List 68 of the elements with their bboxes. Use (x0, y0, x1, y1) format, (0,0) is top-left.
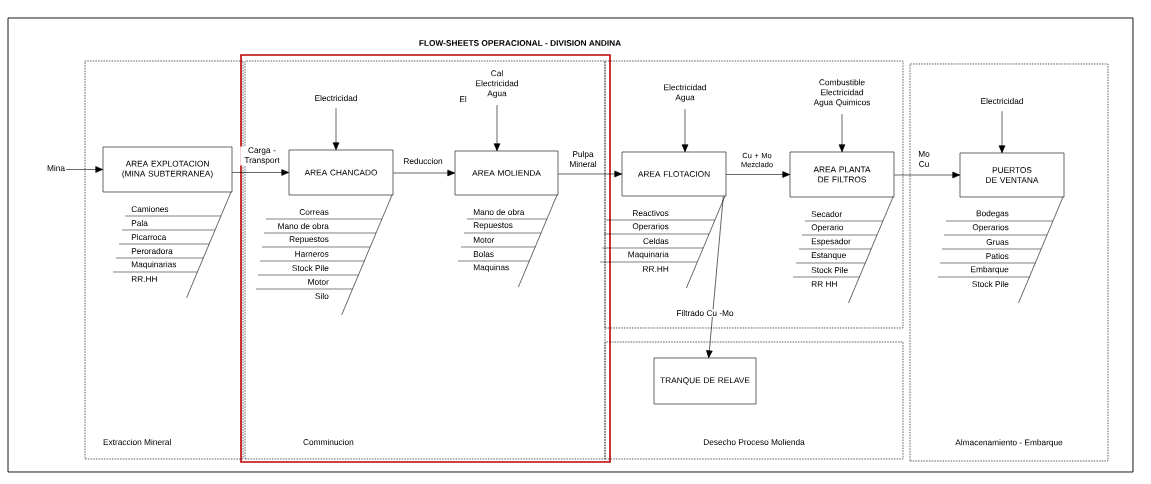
list-item: Stock Pile (972, 280, 1009, 288)
list-item: Secador (811, 210, 842, 218)
arrow (894, 171, 960, 179)
list-item: Embarque (971, 266, 1009, 274)
list-item: Maquinarias (131, 261, 177, 269)
list-item: Correas (299, 209, 329, 215)
arrow (998, 110, 1006, 153)
list-item: Camiones (131, 205, 169, 213)
arrow (726, 171, 790, 178)
list-item: Silo (315, 292, 329, 300)
input-label: Combustible Electricidad Agua Quimicos (813, 79, 871, 107)
title: FLOW-SHEETS OPERACIONAL - DIVISION ANDINA (419, 40, 621, 46)
input-label: Cal Electricidad Agua (476, 70, 518, 98)
list-item: Operarios (972, 224, 1009, 232)
edge-label: Reduccion (402, 157, 444, 165)
list-item: Gruas (986, 239, 1009, 245)
label-text: El (460, 96, 467, 102)
arrow (706, 196, 724, 358)
list-item: Celdas (643, 237, 669, 245)
process-box: TRANQUE DE RELAVE (653, 357, 757, 405)
source-label: Mina (47, 164, 65, 172)
edge-label: Pulpa Mineral (564, 150, 602, 168)
list-item: Reactivos (633, 209, 669, 217)
list-item: Espesador (811, 238, 851, 246)
list-item: Picarroca (131, 233, 167, 241)
list-item: Repuestos (289, 236, 329, 244)
input-label: Electricidad (981, 97, 1023, 105)
list-item: RR.HH (643, 266, 669, 272)
process-box: AREA MOLIENDA (454, 150, 559, 196)
list-item: Maquinaria (628, 251, 669, 259)
list-item: Stock Pile (811, 266, 848, 274)
process-box: AREA EXPLOTACION (MINA SUBTERRANEA) (102, 146, 233, 193)
arrow (838, 113, 846, 152)
list-item: Mano de obra (473, 208, 525, 216)
list-item: Bodegas (976, 210, 1009, 218)
list-item: Motor (473, 237, 495, 243)
list-item: Operarios (632, 223, 669, 231)
input-label: Electricidad (315, 94, 357, 102)
arrow (65, 166, 103, 173)
list-item: Operario (811, 224, 844, 232)
list-item: Pala (131, 219, 148, 227)
list-item: Mano de obra (278, 222, 329, 230)
process-box: AREA CHANCADO (288, 149, 394, 196)
process-box: AREA PLANTA DE FILTROS (789, 151, 895, 198)
list-item: RR HH (811, 281, 837, 287)
list-item: Estanque (811, 252, 846, 260)
list-item: Repuestos (473, 222, 513, 230)
list-item: Patios (986, 252, 1009, 260)
input-label: Electricidad Agua (664, 84, 706, 102)
edge-label: Filtrado Cu -Mo (675, 309, 735, 317)
arrow (232, 169, 289, 176)
list-item: Stock Pile (292, 264, 329, 272)
list-item: Harneros (295, 251, 329, 257)
list-item: Maquinas (473, 264, 509, 272)
edge-label: Carga - Transport (240, 146, 284, 166)
list-item: Motor (308, 279, 329, 285)
process-box: AREA FLOTACION (621, 151, 727, 197)
arrow (493, 104, 501, 151)
area-frame (604, 60, 904, 329)
arrow (332, 107, 340, 150)
list-item: Peroradora (131, 247, 173, 255)
list-item: Bolas (473, 250, 494, 258)
arrow (558, 170, 622, 178)
edge-label: Mo Cu (914, 150, 934, 168)
process-box: PUERTOS DE VENTANA (959, 152, 1065, 198)
list-item: RR.HH (131, 276, 157, 282)
arrow (393, 169, 455, 177)
arrow (681, 108, 689, 152)
